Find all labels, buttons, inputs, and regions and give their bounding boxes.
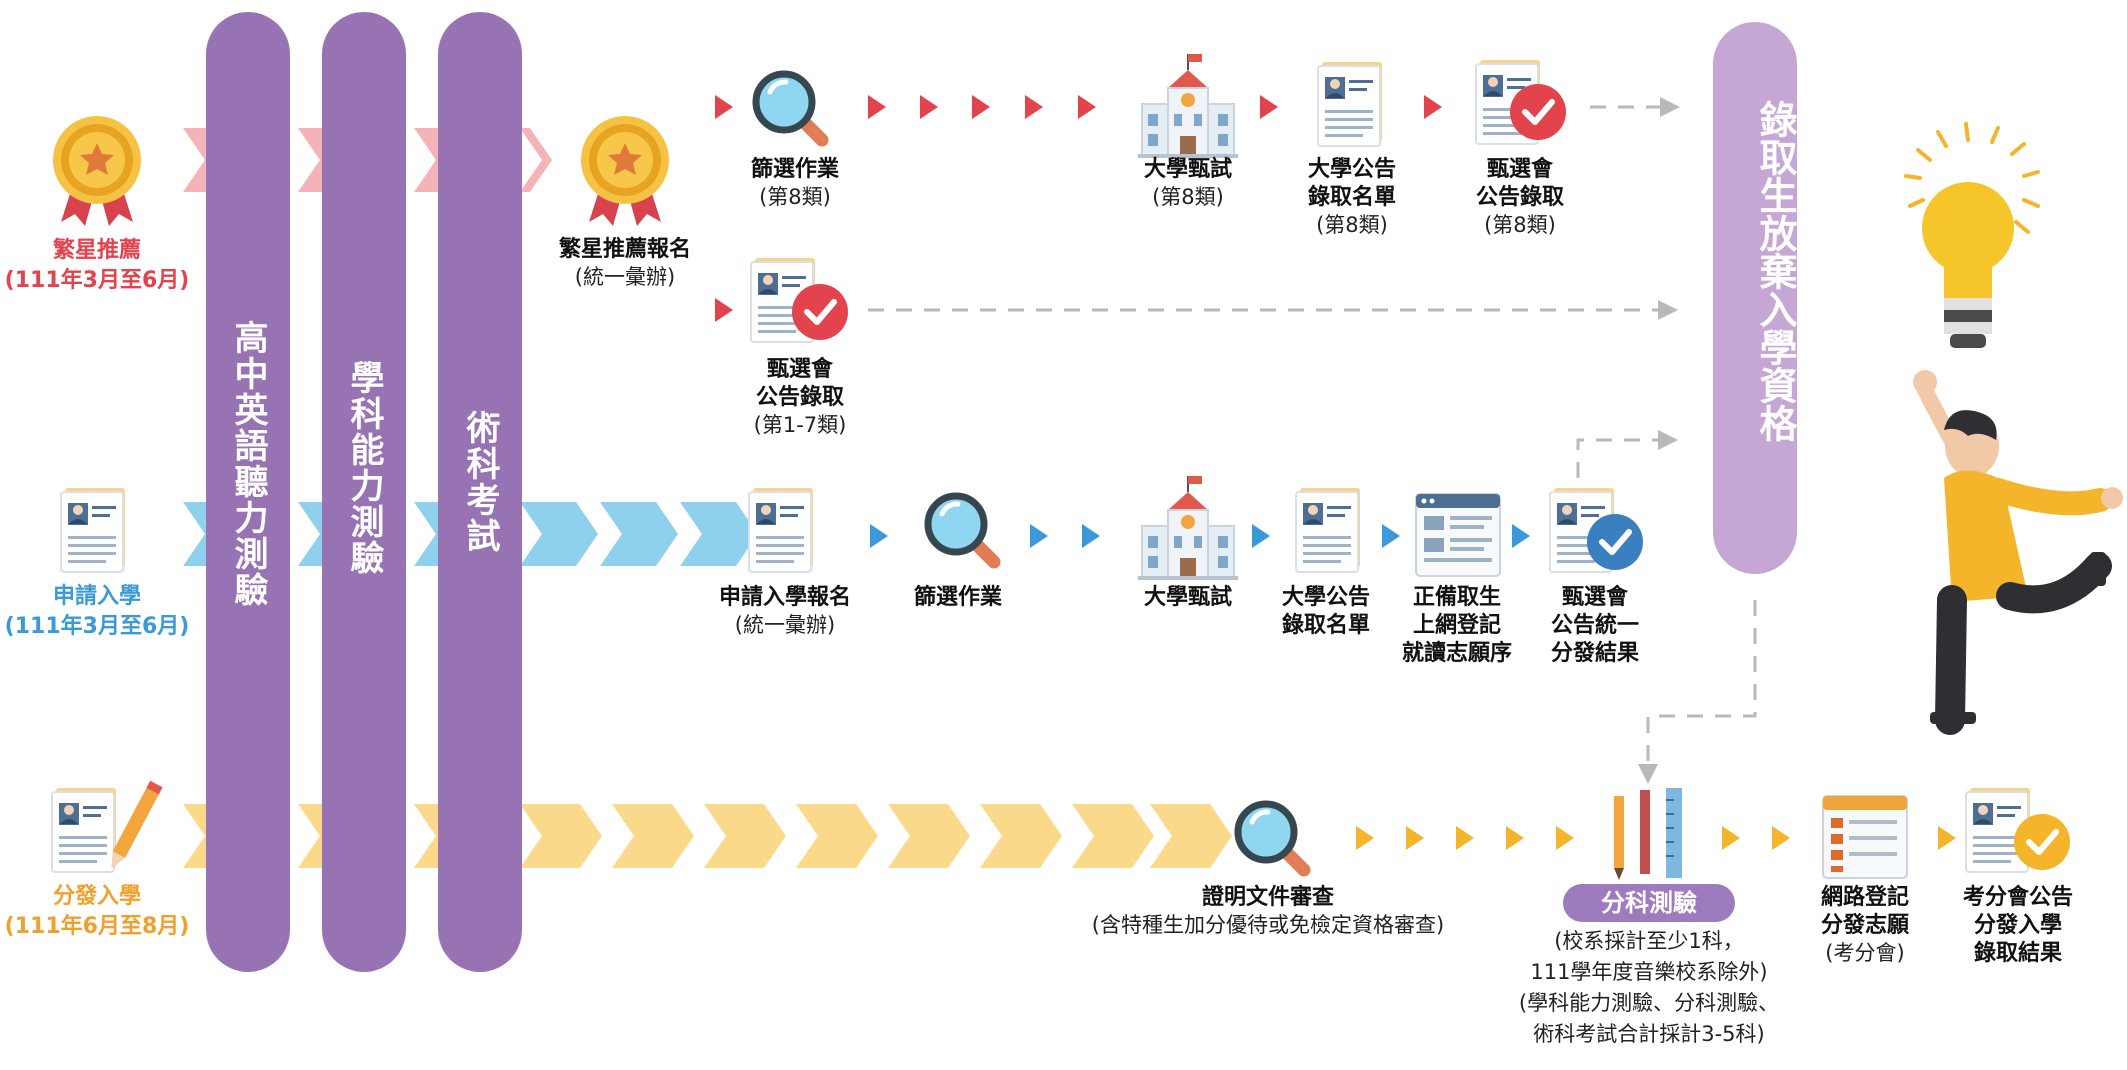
distribute-chevron	[612, 804, 694, 868]
route-apply-label: 申請入學 (111年3月至6月)	[5, 582, 190, 642]
star-register-medal-icon	[581, 116, 669, 226]
apply-announce-label: 大學公告 錄取名單	[1281, 585, 1371, 638]
distribute-arrow	[1722, 826, 1740, 850]
star-admit17-label: 甄選會 公告錄取 (第1-7類)	[753, 357, 847, 437]
star-arrow	[715, 95, 733, 119]
exam-pill-english	[206, 12, 290, 972]
star-chevron	[520, 128, 552, 192]
apply-result-label: 甄選會 公告統一 分發結果	[1550, 585, 1640, 666]
star-announce-label: 大學公告 錄取名單 (第8類)	[1307, 157, 1397, 237]
route-distribute-label: 分發入學 (111年6月至8月)	[5, 882, 190, 942]
apply-screening-magnifier-icon	[928, 496, 994, 562]
dist-review-magnifier-icon	[1238, 804, 1304, 870]
apply-arrow	[870, 524, 888, 548]
happy-man-illustration	[1913, 370, 2123, 735]
star-arrow	[1260, 95, 1278, 119]
star-arrow	[1078, 95, 1096, 119]
star-medal-icon	[53, 116, 141, 226]
subject-exam-badge: 分科測驗	[1563, 884, 1735, 922]
star-announce-document-icon	[1317, 61, 1383, 147]
apply-arrow	[1382, 524, 1400, 548]
star-admit8-label: 甄選會 公告錄取 (第8類)	[1475, 157, 1565, 237]
apply-interview-label: 大學甄試	[1143, 585, 1233, 610]
exam-label-english: 高中英語聽力測驗	[228, 320, 268, 608]
dist-exam-tools-icon	[1614, 788, 1682, 880]
distribute-arrow	[1938, 826, 1956, 850]
distribute-chevron	[888, 804, 970, 868]
apply-document-icon	[60, 487, 126, 573]
route-distribute-name: 分發入學	[52, 884, 141, 909]
route-star-name: 繁星推薦	[52, 238, 141, 263]
star-screening-magnifier-icon	[756, 74, 822, 140]
apply-chevron	[680, 502, 758, 566]
apply-register-label: 申請入學報名 (統一彙辦)	[718, 585, 852, 637]
abandon-admission-pill	[1713, 22, 1797, 574]
apply-announce-document-icon	[1295, 487, 1361, 573]
abandon-admission-label: 錄取生放棄入學資格	[1753, 100, 1797, 442]
distribute-chevron	[1150, 804, 1232, 868]
distribute-arrow	[1456, 826, 1474, 850]
star-arrow	[715, 298, 733, 322]
dist-online-form-icon	[1822, 795, 1908, 879]
apply-interview-school-icon	[1137, 475, 1239, 581]
dist-online-label: 網路登記 分發志願 (考分會)	[1820, 885, 1910, 965]
star-arrow	[972, 95, 990, 119]
distribute-chevron	[796, 804, 878, 868]
flow-arrows	[715, 95, 1956, 850]
route-star-period: (111年3月至6月)	[4, 268, 190, 293]
distribute-chevron	[1072, 804, 1154, 868]
distribute-arrow	[1506, 826, 1524, 850]
exam-label-practical: 術科考試	[460, 410, 500, 554]
distribute-arrow	[1772, 826, 1790, 850]
apply-screening-label: 篩選作業	[913, 585, 1003, 610]
subject-exam-notes: (校系採計至少1科， 111學年度音樂校系除外) (學科能力測驗、分科測驗、 術…	[1518, 929, 1780, 1046]
dashed-arrowheads	[1638, 97, 1680, 784]
star-arrow	[868, 95, 886, 119]
distribute-chevron	[704, 804, 786, 868]
exam-label-gsat: 學科能力測驗	[344, 360, 384, 576]
dist-review-label: 證明文件審查 (含特種生加分優待或免檢定資格審查)	[1091, 885, 1445, 937]
star-arrow	[920, 95, 938, 119]
apply-arrow	[1082, 524, 1100, 548]
star-arrow	[1025, 95, 1043, 119]
star-register-label: 繁星推薦報名 (統一彙辦)	[558, 237, 692, 289]
apply-arrow	[1030, 524, 1048, 548]
dist-result-check-icon	[1965, 787, 2070, 873]
apply-register-document-icon	[748, 487, 814, 573]
distribute-document-pencil-icon	[51, 780, 163, 873]
distribute-arrow	[1406, 826, 1424, 850]
star-admit17-check-icon	[750, 257, 848, 343]
apply-arrow	[1252, 524, 1270, 548]
distribute-arrow	[1356, 826, 1374, 850]
star-arrow	[1424, 95, 1442, 119]
exam-pill-practical	[438, 12, 522, 972]
apply-chevron	[520, 502, 598, 566]
apply-arrow	[1512, 524, 1530, 548]
route-star-label: 繁星推薦 (111年3月至6月)	[5, 236, 190, 296]
star-admit8-check-icon	[1475, 59, 1566, 145]
distribute-chevron	[520, 804, 602, 868]
route-apply-name: 申請入學	[52, 584, 141, 609]
exam-pill-gsat	[322, 12, 406, 972]
star-interview-label: 大學甄試 (第8類)	[1143, 157, 1233, 209]
dist-result-label: 考分會公告 分發入學 錄取結果	[1962, 885, 2074, 966]
distribute-arrow	[1556, 826, 1574, 850]
apply-online-webpage-icon	[1415, 493, 1501, 577]
route-distribute-period: (111年6月至8月)	[4, 914, 190, 939]
route-apply-period: (111年3月至6月)	[4, 614, 190, 639]
distribute-chevron	[980, 804, 1062, 868]
apply-result-check-icon	[1549, 487, 1643, 573]
apply-online-label: 正備取生 上網登記 就讀志願序	[1401, 585, 1513, 666]
star-screening-label: 篩選作業 (第8類)	[750, 157, 840, 209]
apply-chevron	[600, 502, 678, 566]
dashed-connectors	[868, 105, 1757, 770]
star-interview-school-icon	[1137, 53, 1239, 159]
lightbulb-icon	[1904, 122, 2040, 348]
